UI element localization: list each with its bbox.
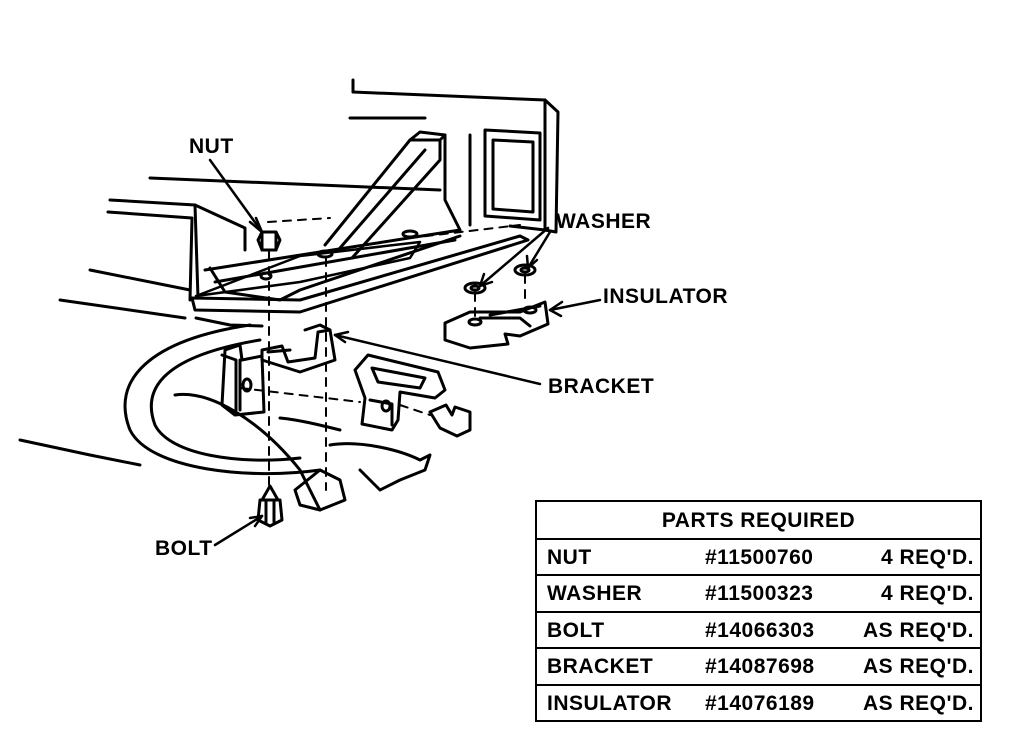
washers [463, 263, 537, 295]
part-number: #14087698 [705, 655, 815, 679]
part-name: BOLT [547, 618, 605, 642]
parts-table-row: BRACKET #14087698 AS REQ'D. [537, 649, 980, 686]
part-name: INSULATOR [547, 691, 673, 715]
rubber-insulator-loop [353, 353, 447, 432]
bracket-part [260, 323, 337, 374]
part-quantity: 4 REQ'D. [880, 546, 974, 569]
part-name: NUT [547, 546, 592, 569]
part-quantity: AS REQ'D. [862, 618, 974, 642]
part-number: #11500323 [705, 582, 814, 606]
part-name: WASHER [547, 582, 643, 606]
assembly-guide-lines [239, 217, 526, 491]
insulator-block [443, 300, 550, 350]
parts-table-row: INSULATOR #14076189 AS REQ'D. [537, 686, 980, 722]
part-name: BRACKET [547, 655, 654, 679]
bolt-callout: BOLT [155, 537, 213, 560]
gusset-brace [323, 130, 462, 260]
nut-callout: NUT [189, 135, 234, 158]
part-quantity: 4 REQ'D. [880, 582, 974, 606]
nut-part [256, 230, 282, 252]
part-quantity: AS REQ'D. [862, 691, 974, 715]
bolt-part [256, 403, 472, 528]
part-number: #14076189 [705, 691, 815, 715]
parts-table-row: NUT #11500760 4 REQ'D. [537, 540, 980, 577]
insulator-callout: INSULATOR [603, 285, 729, 308]
bracket-callout: BRACKET [548, 375, 655, 398]
parts-table-row: WASHER #11500323 4 REQ'D. [537, 576, 980, 613]
part-number: #11500760 [705, 546, 814, 569]
leader-lines [208, 158, 602, 547]
parts-table-row: BOLT #14066303 AS REQ'D. [537, 613, 980, 650]
parts-table-title: PARTS REQUIRED [537, 502, 980, 540]
crossmember [58, 176, 530, 328]
part-quantity: AS REQ'D. [862, 655, 974, 679]
pipe-hanger [220, 343, 266, 417]
frame-rail [348, 78, 560, 234]
parts-required-table: PARTS REQUIRED NUT #11500760 4 REQ'D. WA… [535, 500, 982, 722]
part-number: #14066303 [705, 618, 815, 642]
washer-callout: WASHER [556, 210, 652, 233]
